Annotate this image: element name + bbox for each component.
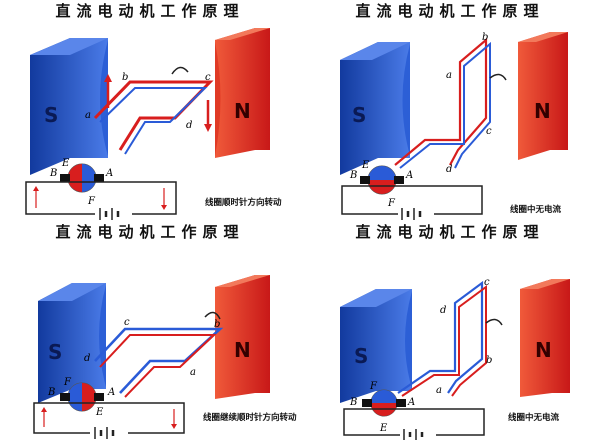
panel-title: 直流电动机工作原理 bbox=[55, 223, 245, 241]
battery-icon bbox=[401, 208, 422, 220]
brush-label-a: A bbox=[105, 168, 113, 179]
south-magnet: S bbox=[340, 289, 412, 403]
coil-label-b: b bbox=[122, 72, 128, 83]
motor-diagram: S N b c d a E B A bbox=[25, 28, 270, 220]
diagram-panel-1: 直流电动机工作原理 S N b c d a bbox=[0, 0, 300, 220]
commutator: E B A F bbox=[49, 158, 113, 207]
panel-title: 直流电动机工作原理 bbox=[355, 223, 545, 241]
coil-label-a: a bbox=[446, 70, 452, 81]
commutator-label-e: E bbox=[61, 158, 70, 169]
coil-label-c: c bbox=[205, 72, 211, 83]
panel-title: 直流电动机工作原理 bbox=[55, 2, 245, 20]
diagram-panel-3: 直流电动机工作原理 S N c a d b E bbox=[0, 221, 300, 441]
coil-label-b: b bbox=[486, 355, 492, 366]
coil: c d b a bbox=[397, 277, 503, 397]
external-circuit bbox=[25, 181, 177, 220]
magnet-left-label: S bbox=[48, 340, 62, 364]
panel-caption: 线圈中无电流 bbox=[510, 205, 562, 215]
coil-label-b: b bbox=[214, 319, 220, 330]
north-magnet: N bbox=[215, 28, 270, 158]
south-magnet: S bbox=[38, 283, 106, 403]
commutator: E B A F bbox=[349, 160, 413, 209]
coil-label-c: c bbox=[484, 277, 490, 288]
motor-diagram: S N a b c d E B A F bbox=[340, 32, 568, 220]
motor-diagram: S N c d b a E B A F bbox=[340, 277, 570, 440]
panel-caption: 线圈中无电流 bbox=[508, 413, 560, 423]
rotation-arrow bbox=[485, 318, 503, 326]
coil-label-d: d bbox=[440, 305, 446, 316]
motor-diagram: S N c a d b E B A F bbox=[33, 275, 270, 439]
panel-title: 直流电动机工作原理 bbox=[355, 2, 545, 20]
coil-label-c: c bbox=[124, 317, 130, 328]
coil-label-d: d bbox=[446, 164, 452, 175]
coil-label-b: b bbox=[482, 32, 488, 43]
magnet-left-label: S bbox=[354, 344, 368, 368]
magnet-right-label: N bbox=[535, 338, 552, 362]
panel-caption: 线圈继续顺时针方向转动 bbox=[203, 413, 297, 423]
diagram-panel-2: 直流电动机工作原理 S N a b c d E bbox=[300, 0, 600, 220]
brush-label-b: B bbox=[349, 170, 357, 181]
commutator-label-e: E bbox=[379, 423, 388, 434]
commutator-label-f: F bbox=[369, 381, 378, 392]
brush-label-b: B bbox=[49, 168, 57, 179]
battery-icon bbox=[99, 208, 120, 220]
external-circuit bbox=[341, 185, 483, 220]
brush-label-b: B bbox=[349, 397, 357, 408]
diagram-panel-4: 直流电动机工作原理 S N c d b a E bbox=[300, 221, 600, 441]
commutator-label-e: E bbox=[361, 160, 370, 171]
commutator-label-e: E bbox=[95, 407, 104, 418]
commutator-label-f: F bbox=[387, 198, 396, 209]
rotation-arrow bbox=[204, 311, 221, 320]
battery-icon bbox=[94, 427, 115, 439]
magnet-right-label: N bbox=[234, 338, 251, 362]
coil: b c d a bbox=[85, 66, 214, 155]
commutator-label-f: F bbox=[87, 196, 96, 207]
coil-label-d: d bbox=[186, 120, 192, 131]
magnet-left-label: S bbox=[44, 103, 58, 127]
magnet-left-label: S bbox=[352, 103, 366, 127]
south-magnet: S bbox=[30, 38, 108, 175]
south-magnet: S bbox=[340, 42, 410, 175]
coil: c a d b bbox=[84, 311, 224, 398]
north-magnet: N bbox=[215, 275, 270, 399]
coil-label-a: a bbox=[190, 367, 196, 378]
magnet-right-label: N bbox=[534, 99, 551, 123]
coil-label-a: a bbox=[85, 110, 91, 121]
brush-label-a: A bbox=[407, 397, 415, 408]
rotation-arrow bbox=[171, 66, 189, 75]
commutator: E B A F bbox=[349, 381, 415, 434]
rotation-arrow bbox=[489, 73, 507, 81]
brush-label-a: A bbox=[405, 170, 413, 181]
coil-label-d: d bbox=[84, 353, 90, 364]
coil-label-a: a bbox=[436, 385, 442, 396]
battery-icon bbox=[403, 429, 424, 440]
commutator-label-f: F bbox=[63, 377, 72, 388]
north-magnet: N bbox=[520, 279, 570, 397]
external-circuit bbox=[33, 402, 185, 439]
external-circuit bbox=[343, 408, 485, 440]
coil-label-c: c bbox=[486, 126, 492, 137]
brush-label-a: A bbox=[107, 387, 115, 398]
panel-caption: 线圈顺时针方向转动 bbox=[205, 198, 282, 208]
brush-label-b: B bbox=[47, 387, 55, 398]
magnet-right-label: N bbox=[234, 99, 251, 123]
commutator: E B A F bbox=[47, 377, 115, 418]
north-magnet: N bbox=[518, 32, 568, 160]
coil: a b c d bbox=[394, 32, 507, 175]
